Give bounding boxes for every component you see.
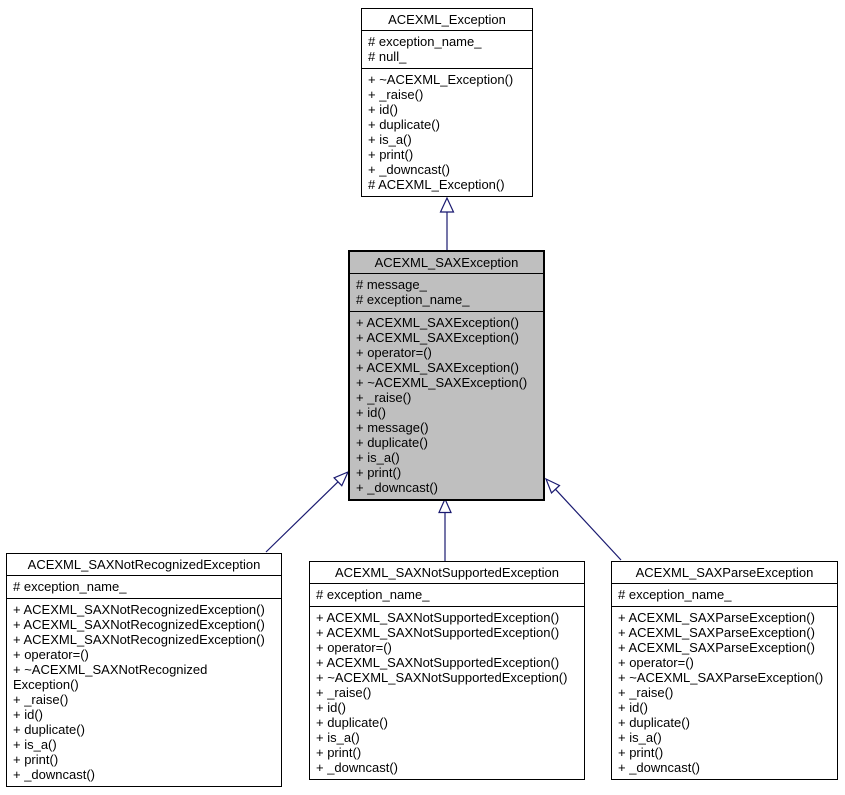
member-line: + duplicate() (356, 435, 428, 450)
member-line: + ACEXML_SAXNotSupportedException() (316, 655, 560, 670)
member-line: + id() (13, 707, 43, 722)
member-line: + ACEXML_SAXParseException() (618, 640, 815, 655)
inheritance-arrow-parse-to-saxexception (544, 477, 622, 561)
member-line: + is_a() (356, 450, 400, 465)
member-line: + operator=() (316, 640, 392, 655)
member-line: # ACEXML_Exception() (368, 177, 505, 192)
member-line: + print() (356, 465, 402, 480)
class-box-acexml-saxnotsupportedexception[interactable]: ACEXML_SAXNotSupportedException # except… (309, 561, 585, 780)
methods-section: + ACEXML_SAXException()+ ACEXML_SAXExcep… (350, 312, 543, 499)
class-title: ACEXML_SAXParseException (612, 562, 837, 584)
member-line: + ~ACEXML_SAXNotRecognized (13, 662, 208, 677)
class-box-acexml-saxparseexception[interactable]: ACEXML_SAXParseException # exception_nam… (611, 561, 838, 780)
methods-section: + ACEXML_SAXNotSupportedException()+ ACE… (310, 607, 584, 779)
member-line: + is_a() (13, 737, 57, 752)
attributes-section: # exception_name_# null_ (362, 31, 532, 69)
member-line: # exception_name_ (618, 587, 732, 602)
member-line: + ~ACEXML_SAXNotSupportedException() (316, 670, 568, 685)
member-line: + duplicate() (618, 715, 690, 730)
member-line: + ACEXML_SAXException() (356, 315, 519, 330)
member-line: + is_a() (316, 730, 360, 745)
inheritance-arrow-notsupported-to-saxexception (438, 497, 452, 561)
member-line: + _downcast() (368, 162, 451, 177)
member-line: # null_ (368, 49, 407, 64)
methods-section: + ACEXML_SAXParseException()+ ACEXML_SAX… (612, 607, 837, 779)
member-line: + _raise() (368, 87, 424, 102)
member-line: + _downcast() (618, 760, 701, 775)
member-line: + print() (368, 147, 414, 162)
member-line: + duplicate() (316, 715, 388, 730)
member-line: # message_ (356, 277, 427, 292)
member-line: + operator=() (618, 655, 694, 670)
methods-section: + ~ACEXML_Exception()+ _raise()+ id()+ d… (362, 69, 532, 196)
member-line: + ACEXML_SAXException() (356, 360, 519, 375)
member-line: + duplicate() (368, 117, 440, 132)
class-box-acexml-saxexception[interactable]: ACEXML_SAXException # message_# exceptio… (348, 250, 545, 501)
class-box-acexml-saxnotrecognizedexception[interactable]: ACEXML_SAXNotRecognizedException # excep… (6, 553, 282, 787)
member-line: + _downcast() (13, 767, 96, 782)
member-line: + _downcast() (356, 480, 439, 495)
member-line: + print() (13, 752, 59, 767)
member-line: + print() (618, 745, 664, 760)
member-line: + ~ACEXML_Exception() (368, 72, 514, 87)
class-title: ACEXML_SAXNotRecognizedException (7, 554, 281, 576)
member-line: + _downcast() (316, 760, 399, 775)
inheritance-arrow-saxexception-to-exception (439, 196, 455, 250)
member-line: + _raise() (13, 692, 69, 707)
member-line: + _raise() (356, 390, 412, 405)
class-title: ACEXML_Exception (362, 9, 532, 31)
member-line: + operator=() (13, 647, 89, 662)
member-line: + _raise() (316, 685, 372, 700)
attributes-section: # exception_name_ (7, 576, 281, 599)
member-line: + ACEXML_SAXNotRecognizedException() (13, 632, 265, 647)
member-line: + ACEXML_SAXNotSupportedException() (316, 610, 560, 625)
member-line: + print() (316, 745, 362, 760)
member-line: + ~ACEXML_SAXException() (356, 375, 528, 390)
inheritance-arrow-notrecognized-to-saxexception (265, 470, 350, 553)
class-box-acexml-exception[interactable]: ACEXML_Exception # exception_name_# null… (361, 8, 533, 197)
member-line: + id() (316, 700, 346, 715)
attributes-section: # message_# exception_name_ (350, 274, 543, 312)
member-line: # exception_name_ (13, 579, 127, 594)
member-line: + id() (356, 405, 386, 420)
member-line: + id() (618, 700, 648, 715)
member-line: + ACEXML_SAXException() (356, 330, 519, 345)
member-line: + _raise() (618, 685, 674, 700)
member-line: + operator=() (356, 345, 432, 360)
member-line: Exception() (13, 677, 79, 692)
member-line: + message() (356, 420, 429, 435)
attributes-section: # exception_name_ (310, 584, 584, 607)
member-line: + id() (368, 102, 398, 117)
member-line: + ACEXML_SAXNotRecognizedException() (13, 602, 265, 617)
member-line: + is_a() (368, 132, 412, 147)
member-line: + duplicate() (13, 722, 85, 737)
member-line: + ACEXML_SAXNotSupportedException() (316, 625, 560, 640)
member-line: # exception_name_ (316, 587, 430, 602)
methods-section: + ACEXML_SAXNotRecognizedException()+ AC… (7, 599, 281, 786)
attributes-section: # exception_name_ (612, 584, 837, 607)
class-title: ACEXML_SAXNotSupportedException (310, 562, 584, 584)
member-line: + ACEXML_SAXParseException() (618, 610, 815, 625)
member-line: # exception_name_ (368, 34, 482, 49)
member-line: # exception_name_ (356, 292, 470, 307)
member-line: + ACEXML_SAXParseException() (618, 625, 815, 640)
member-line: + ~ACEXML_SAXParseException() (618, 670, 824, 685)
member-line: + is_a() (618, 730, 662, 745)
member-line: + ACEXML_SAXNotRecognizedException() (13, 617, 265, 632)
class-title: ACEXML_SAXException (350, 252, 543, 274)
